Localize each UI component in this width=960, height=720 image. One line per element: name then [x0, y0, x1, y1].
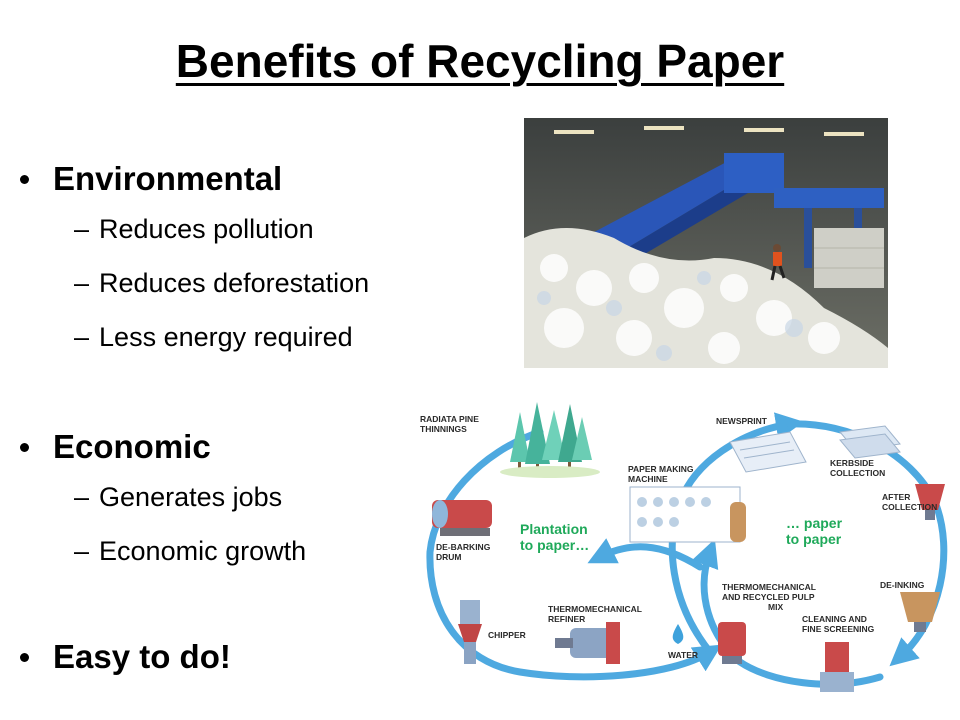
svg-text:FINE SCREENING: FINE SCREENING	[802, 624, 875, 634]
svg-text:RADIATA PINE: RADIATA PINE	[420, 414, 479, 424]
pulp-mix-icon	[718, 622, 746, 664]
svg-text:DRUM: DRUM	[436, 552, 462, 562]
section-heading: Environmental	[53, 160, 283, 197]
svg-text:WATER: WATER	[668, 650, 698, 660]
newsprint-icon	[729, 431, 807, 473]
svg-text:Plantation: Plantation	[520, 521, 588, 537]
svg-text:MIX: MIX	[768, 602, 783, 612]
section-environmental: Environmental –Reduces pollution –Reduce…	[20, 160, 369, 364]
bullet-dot	[20, 652, 29, 662]
svg-text:COLLECTION: COLLECTION	[882, 502, 937, 512]
section-economic: Economic –Generates jobs –Economic growt…	[20, 428, 306, 578]
list-item: –Reduces pollution	[74, 214, 314, 244]
list-item: –Economic growth	[74, 536, 307, 566]
debarking-drum-icon	[432, 500, 492, 536]
section-heading: Easy to do!	[53, 638, 231, 675]
svg-text:THERMOMECHANICAL: THERMOMECHANICAL	[548, 604, 642, 614]
svg-text:… paper: … paper	[786, 515, 843, 531]
bullet-dot	[20, 174, 29, 184]
svg-text:THINNINGS: THINNINGS	[420, 424, 467, 434]
svg-text:KERBSIDE: KERBSIDE	[830, 458, 874, 468]
svg-text:DE-BARKING: DE-BARKING	[436, 542, 491, 552]
recycling-facility-photo	[524, 118, 888, 368]
svg-text:CHIPPER: CHIPPER	[488, 630, 526, 640]
svg-text:MACHINE: MACHINE	[628, 474, 668, 484]
paper-cycle-diagram: RADIATA PINE THINNINGS DE-BARKING DRUM C…	[410, 392, 958, 712]
pulper-icon	[915, 484, 945, 520]
list-item: –Generates jobs	[74, 482, 283, 512]
cleaning-icon	[820, 642, 854, 692]
svg-text:AND RECYCLED PULP: AND RECYCLED PULP	[722, 592, 815, 602]
paper-machine-icon	[629, 486, 746, 543]
svg-text:DE-INKING: DE-INKING	[880, 580, 925, 590]
svg-text:to paper…: to paper…	[520, 537, 589, 553]
chipper-icon	[458, 600, 482, 664]
svg-text:REFINER: REFINER	[548, 614, 585, 624]
svg-text:NEWSPRINT: NEWSPRINT	[716, 416, 768, 426]
refiner-icon	[555, 622, 620, 664]
svg-text:THERMOMECHANICAL: THERMOMECHANICAL	[722, 582, 816, 592]
svg-text:AFTER: AFTER	[882, 492, 910, 502]
section-easy: Easy to do!	[20, 638, 231, 676]
svg-text:CLEANING AND: CLEANING AND	[802, 614, 867, 624]
page-title: Benefits of Recycling Paper	[175, 35, 785, 87]
svg-text:to paper: to paper	[786, 531, 842, 547]
deinking-icon	[900, 592, 940, 632]
paper-stack-icon	[839, 425, 901, 459]
svg-text:COLLECTION: COLLECTION	[830, 468, 885, 478]
list-item: –Less energy required	[74, 322, 353, 352]
water-drop-icon	[672, 624, 684, 644]
list-item: –Reduces deforestation	[74, 268, 370, 298]
tree-icon	[500, 402, 600, 478]
svg-text:PAPER MAKING: PAPER MAKING	[628, 464, 694, 474]
bullet-dot	[20, 442, 29, 452]
section-heading: Economic	[53, 428, 211, 465]
